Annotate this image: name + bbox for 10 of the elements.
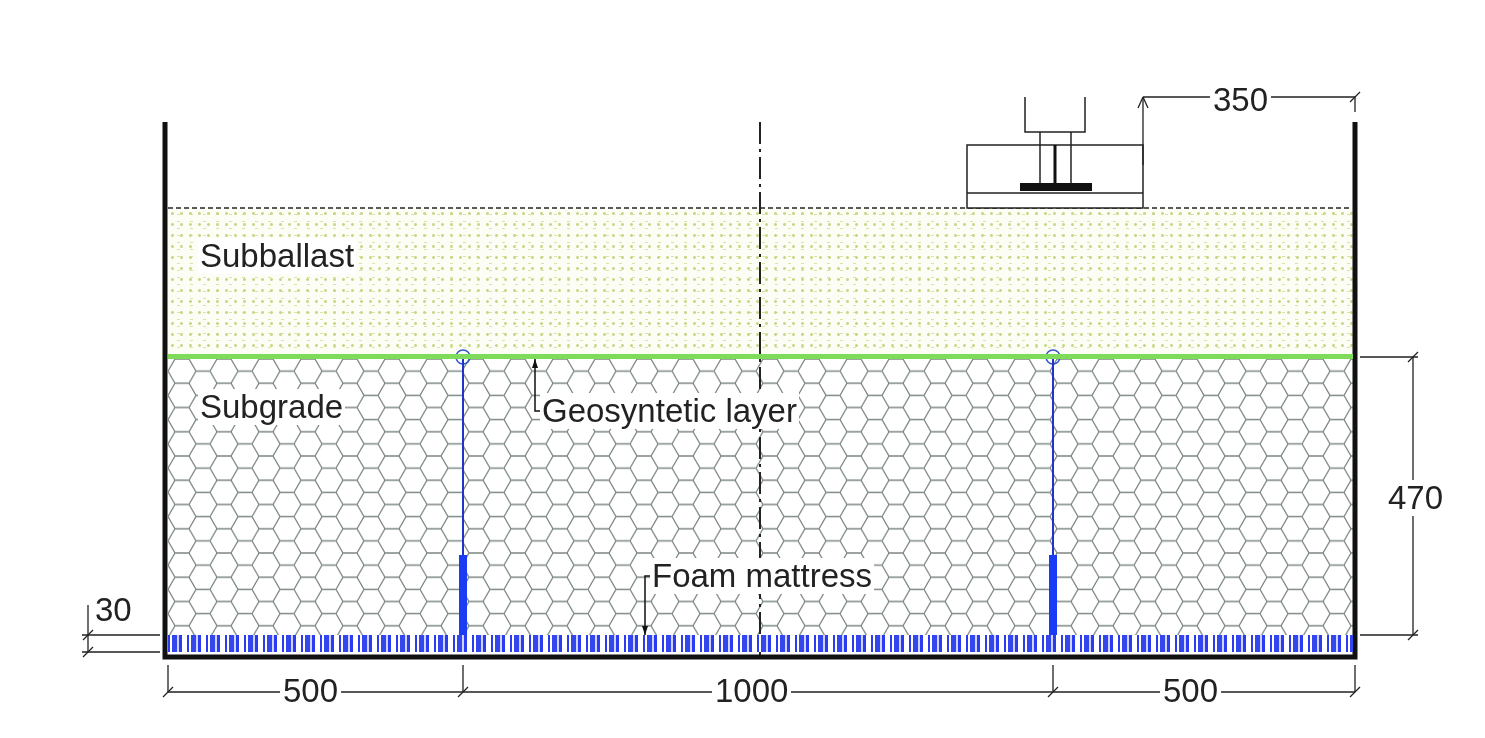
callout-label: Geosyntetic layer bbox=[540, 393, 799, 429]
callout-label: Foam mattress bbox=[650, 558, 875, 594]
leader-line bbox=[642, 575, 651, 636]
layer-label: Subballast bbox=[198, 238, 357, 274]
leader-line bbox=[532, 358, 541, 412]
subballast-layer bbox=[168, 208, 1353, 356]
geosynthetic-layer bbox=[168, 354, 1353, 359]
foam-mattress-layer bbox=[168, 635, 1353, 652]
subgrade-layer bbox=[168, 359, 1353, 635]
layer-label: Subgrade bbox=[198, 389, 346, 425]
